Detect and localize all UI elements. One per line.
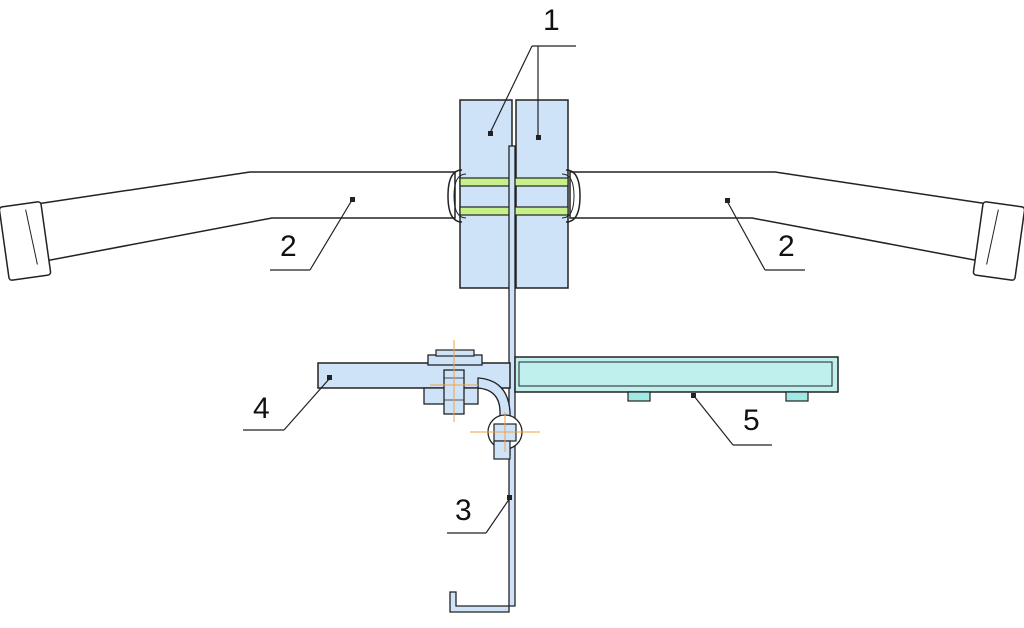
callout-1: 1 — [543, 4, 560, 37]
leader-lines — [243, 45, 805, 534]
tray — [514, 356, 839, 402]
callout-2-left: 2 — [280, 230, 297, 263]
left-arm — [0, 171, 456, 281]
callout-4: 4 — [253, 392, 270, 425]
callout-5: 5 — [743, 404, 760, 437]
callout-3: 3 — [455, 494, 472, 527]
bracket — [317, 340, 540, 460]
hook-rod — [449, 145, 516, 613]
callout-2-right: 2 — [778, 230, 795, 263]
right-arm — [569, 171, 1024, 281]
